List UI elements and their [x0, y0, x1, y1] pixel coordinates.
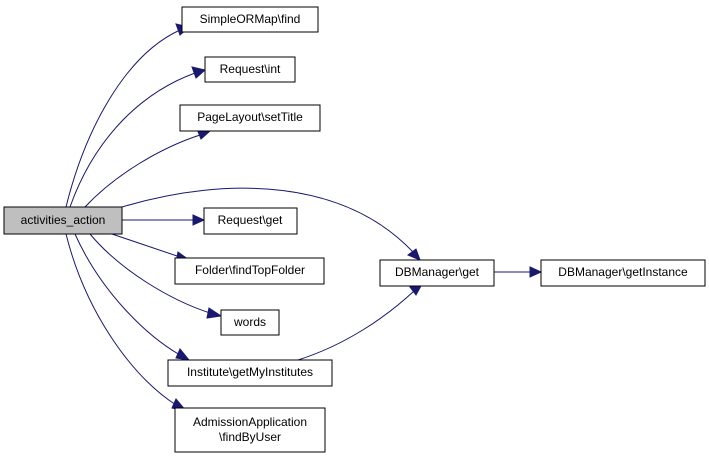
node-pagelayout-settitle[interactable]: PageLayout\setTitle	[179, 104, 321, 132]
edge-root-to-pagelayout-settitle	[84, 128, 212, 208]
node-label: Folder\findTopFolder	[195, 263, 305, 277]
node-label: activities_action	[21, 213, 106, 227]
edge-root-to-dbmanager-get-curve	[121, 187, 421, 261]
node-label-line2: \findByUser	[219, 430, 281, 444]
node-folder-findtopfolder[interactable]: Folder\findTopFolder	[174, 257, 325, 285]
node-label: Request\get	[218, 213, 283, 227]
node-request-get[interactable]: Request\get	[203, 207, 298, 235]
node-label: DBManager\get	[395, 265, 480, 279]
node-label-line1: AdmissionApplication	[193, 415, 307, 429]
node-activities-action[interactable]: activities_action	[3, 206, 123, 235]
node-label: words	[233, 315, 266, 329]
edge-institute-to-dbmanager-get	[297, 283, 423, 361]
edge-root-to-institute-getmyinstitutes	[74, 233, 191, 361]
edge-root-to-request-int	[69, 66, 207, 208]
node-words[interactable]: words	[220, 309, 280, 336]
node-label: SimpleORMap\find	[200, 12, 301, 26]
node-label: PageLayout\setTitle	[197, 110, 303, 124]
node-institute-getmyinstitutes[interactable]: Institute\getMyInstitutes	[167, 359, 333, 387]
node-simpleormap-find[interactable]: SimpleORMap\find	[181, 6, 319, 33]
node-request-int[interactable]: Request\int	[204, 56, 296, 83]
node-dbmanager-get[interactable]: DBManager\get	[379, 259, 495, 287]
node-dbmanager-getinstance[interactable]: DBManager\getInstance	[540, 259, 706, 287]
node-label: Institute\getMyInstitutes	[187, 365, 313, 379]
node-label: DBManager\getInstance	[558, 265, 688, 279]
edge-root-to-words	[89, 233, 223, 319]
node-admissionapplication-findbyuser[interactable]: AdmissionApplication \findByUser	[174, 407, 326, 453]
edge-dbmanager-get-to-getinstance	[494, 266, 543, 278]
edge-root-to-request-get	[122, 214, 206, 226]
node-label: Request\int	[220, 62, 281, 76]
